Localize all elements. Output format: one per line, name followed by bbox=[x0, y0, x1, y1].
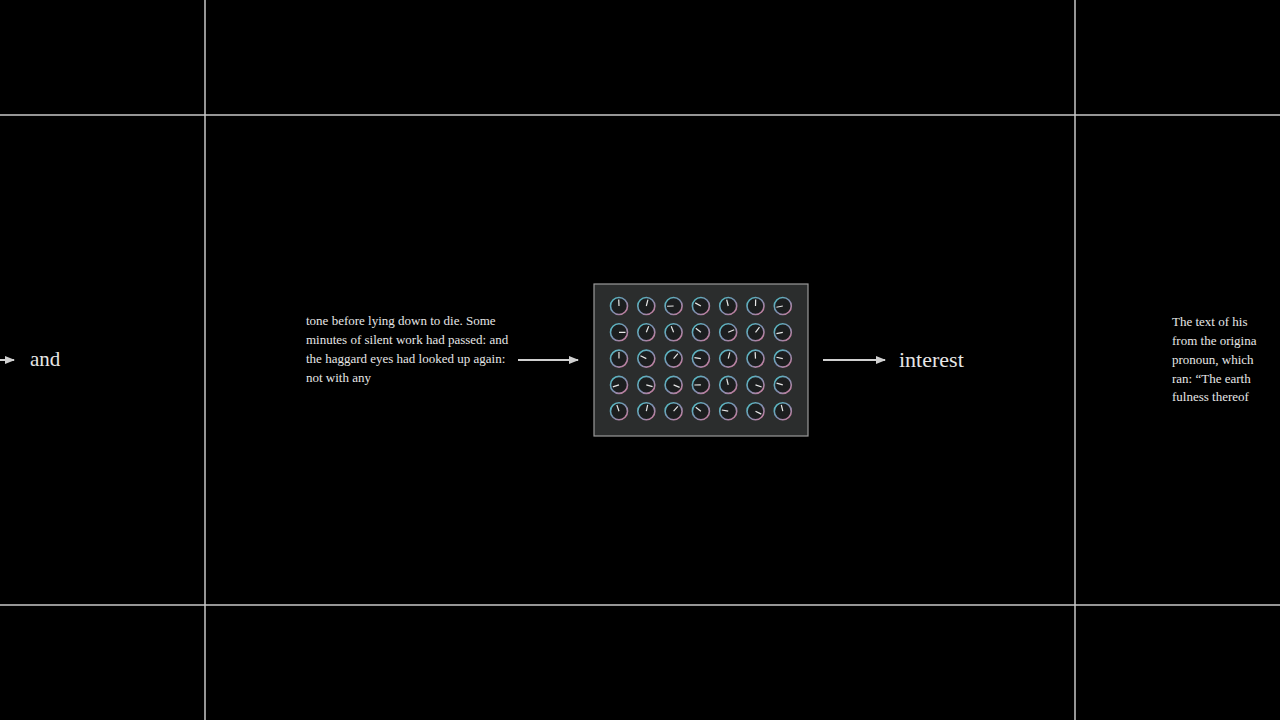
dial bbox=[611, 403, 628, 420]
dial-needle bbox=[756, 385, 762, 387]
dial-needle bbox=[756, 327, 760, 332]
arrow bbox=[823, 359, 885, 361]
dial-needle bbox=[618, 300, 619, 306]
dial-needle bbox=[776, 357, 782, 358]
dial-needle bbox=[727, 300, 729, 306]
dial bbox=[638, 350, 655, 367]
dial bbox=[747, 403, 764, 420]
dial-needle bbox=[646, 300, 648, 306]
dial bbox=[747, 376, 764, 393]
arrow bbox=[0, 359, 14, 361]
dial bbox=[720, 403, 737, 420]
dial bbox=[638, 403, 655, 420]
dial-needle bbox=[646, 326, 648, 332]
grid-line bbox=[0, 604, 1280, 606]
dial-needle bbox=[727, 379, 729, 385]
dial bbox=[692, 350, 709, 367]
dial bbox=[665, 376, 682, 393]
token-label: and bbox=[30, 347, 60, 372]
dial-needle bbox=[674, 406, 678, 411]
context-text: The text of his from the origina pronoun… bbox=[1172, 313, 1275, 407]
dial bbox=[720, 298, 737, 315]
dial bbox=[611, 376, 628, 393]
dial-needle bbox=[646, 385, 652, 387]
dial bbox=[692, 298, 709, 315]
dial-needle bbox=[756, 411, 762, 414]
dial-needle bbox=[695, 303, 701, 306]
dial bbox=[747, 350, 764, 367]
dial-needle bbox=[728, 330, 734, 332]
dial-needle bbox=[722, 410, 728, 411]
dial bbox=[611, 350, 628, 367]
dial-needle bbox=[640, 356, 646, 359]
dial bbox=[747, 324, 764, 341]
dial-needle bbox=[674, 385, 680, 388]
dial-needle bbox=[755, 352, 757, 358]
dial bbox=[774, 403, 791, 420]
model-box bbox=[594, 284, 808, 436]
dial bbox=[774, 376, 791, 393]
dial bbox=[692, 324, 709, 341]
dial bbox=[638, 376, 655, 393]
dial-needle bbox=[781, 405, 782, 411]
dial bbox=[665, 298, 682, 315]
dial-needle bbox=[613, 385, 619, 387]
context-text: tone before lying down to die. Some minu… bbox=[306, 312, 512, 387]
dial bbox=[720, 350, 737, 367]
dial-needle bbox=[728, 352, 730, 358]
dial-needle bbox=[776, 306, 782, 307]
dial bbox=[638, 298, 655, 315]
dial bbox=[774, 350, 791, 367]
dial bbox=[611, 298, 628, 315]
dial-needle bbox=[694, 384, 700, 385]
dial-needle bbox=[667, 305, 673, 306]
dial-needle bbox=[776, 332, 782, 333]
dial-grid bbox=[611, 298, 792, 420]
dial-needle bbox=[696, 407, 701, 411]
arrow bbox=[518, 359, 578, 361]
grid-line bbox=[204, 0, 206, 720]
dial bbox=[692, 403, 709, 420]
dial bbox=[638, 324, 655, 341]
token-label: interest bbox=[899, 347, 964, 373]
dial-needle bbox=[777, 383, 783, 385]
dial-needle bbox=[618, 352, 619, 358]
dial-needle bbox=[671, 326, 673, 332]
dial bbox=[692, 376, 709, 393]
dial bbox=[665, 403, 682, 420]
dial bbox=[720, 324, 737, 341]
dial bbox=[611, 324, 628, 341]
dial-needle bbox=[619, 332, 625, 333]
dial bbox=[774, 324, 791, 341]
dial bbox=[774, 298, 791, 315]
dial-needle bbox=[646, 405, 647, 411]
dial bbox=[747, 298, 764, 315]
dial bbox=[665, 324, 682, 341]
dial-needle bbox=[696, 328, 701, 332]
dial bbox=[720, 376, 737, 393]
grid-line bbox=[1074, 0, 1076, 720]
dial bbox=[665, 350, 682, 367]
dial-needle bbox=[674, 354, 678, 359]
dial-needle bbox=[694, 357, 700, 359]
dial-needle bbox=[617, 405, 619, 411]
grid-line bbox=[0, 114, 1280, 116]
dial-needle bbox=[755, 300, 756, 306]
